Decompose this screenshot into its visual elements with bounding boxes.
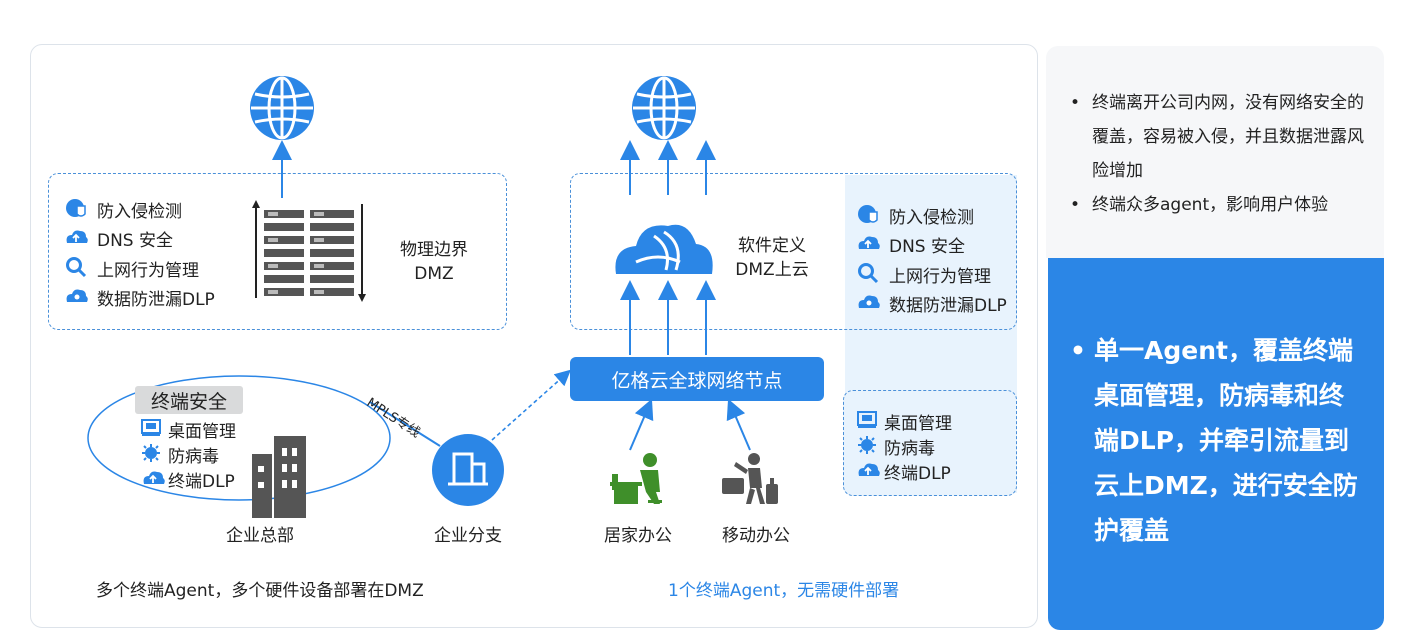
- solution-text: 单一Agent，覆盖终端桌面管理，防病毒和终端DLP，并牵引流量到云上DMZ，进…: [1094, 336, 1358, 545]
- endpoint-antivirus: 防病毒: [884, 439, 935, 459]
- feature-intrusion-detection: 防入侵检测: [97, 202, 182, 222]
- hq-label: 企业总部: [226, 526, 294, 546]
- problem-panel: [1046, 46, 1384, 258]
- cloud-upload-icon: [858, 463, 880, 476]
- solution-panel: [1048, 258, 1384, 630]
- endpoint-desktop-mgmt: 桌面管理: [168, 422, 236, 442]
- physical-dmz-box: [48, 173, 507, 330]
- problem-item-1: • 终端离开公司内网，没有网络安全的覆盖，容易被入侵，并且数据泄露风险增加: [1070, 86, 1364, 188]
- home-office-label: 居家办公: [604, 526, 672, 546]
- branch-to-node-line: [491, 369, 571, 441]
- desktop-icon: [141, 419, 161, 436]
- cloud-upload-icon: [66, 230, 88, 243]
- feature-dns-security: DNS 安全: [889, 237, 966, 257]
- cloud-upload-icon: [143, 471, 165, 484]
- feature-web-behavior: 上网行为管理: [97, 261, 199, 281]
- mobile-worker-icon: [722, 453, 778, 504]
- desktop-icon: [857, 411, 877, 428]
- feature-web-behavior: 上网行为管理: [889, 267, 991, 287]
- feature-dlp: 数据防泄漏DLP: [889, 296, 1007, 316]
- mpls-line: [369, 401, 441, 447]
- bullet: •: [1070, 336, 1086, 365]
- virus-icon: [858, 436, 876, 454]
- cloud-lock-icon: [66, 289, 88, 302]
- feature-intrusion-detection: 防入侵检测: [889, 208, 974, 228]
- cloud-upload-icon: [858, 236, 880, 249]
- endpoint-desktop-mgmt: 桌面管理: [884, 414, 952, 434]
- building-icon: [252, 436, 306, 518]
- cloud-dmz-line2: DMZ上云: [735, 260, 809, 280]
- cloud-dmz-label: 软件定义 DMZ上云: [724, 234, 820, 282]
- mobile-office-label: 移动办公: [722, 526, 790, 546]
- branch-icon: [432, 434, 504, 506]
- physical-dmz-line1: 物理边界: [400, 240, 468, 260]
- server-rack-icon: [252, 200, 366, 302]
- endpoint-dlp: 终端DLP: [884, 464, 951, 484]
- globe-icon: [250, 76, 314, 140]
- feature-dns-security: DNS 安全: [97, 231, 174, 251]
- solution-item: • 单一Agent，覆盖终端桌面管理，防病毒和终端DLP，并牵引流量到云上DMZ…: [1070, 328, 1364, 553]
- cloud-dmz-box: [570, 173, 1017, 330]
- middle-footer: 1个终端Agent，无需硬件部署: [668, 581, 900, 601]
- branch-label: 企业分支: [434, 526, 502, 546]
- search-icon: [66, 257, 87, 278]
- cloud-endpoint-box: [843, 390, 1017, 496]
- home-worker-icon: [610, 453, 662, 504]
- cloud-lock-icon: [858, 295, 880, 308]
- bullet: •: [1070, 195, 1081, 215]
- physical-dmz-line2: DMZ: [414, 264, 454, 284]
- hq-ellipse: [87, 375, 391, 501]
- shield-globe-icon: [66, 199, 86, 217]
- cloud-dmz-line1: 软件定义: [738, 236, 806, 256]
- search-icon: [858, 263, 879, 284]
- problem-item-2: • 终端众多agent，影响用户体验: [1070, 188, 1364, 222]
- problem-text-1: 终端离开公司内网，没有网络安全的覆盖，容易被入侵，并且数据泄露风险增加: [1092, 93, 1364, 181]
- endpoint-antivirus: 防病毒: [168, 447, 219, 467]
- feature-dlp: 数据防泄漏DLP: [97, 290, 215, 310]
- global-network-node: 亿格云全球网络节点: [570, 357, 824, 401]
- problem-text-2: 终端众多agent，影响用户体验: [1092, 195, 1329, 215]
- virus-icon: [142, 444, 160, 462]
- left-footer: 多个终端Agent，多个硬件设备部署在DMZ: [96, 581, 424, 601]
- endpoint-security-badge: 终端安全: [135, 386, 243, 414]
- physical-dmz-label: 物理边界 DMZ: [392, 238, 476, 286]
- endpoint-dlp: 终端DLP: [168, 472, 235, 492]
- bullet: •: [1070, 93, 1081, 113]
- shield-globe-icon: [858, 205, 878, 223]
- cloud-icon: [615, 224, 713, 274]
- globe-icon: [632, 76, 696, 140]
